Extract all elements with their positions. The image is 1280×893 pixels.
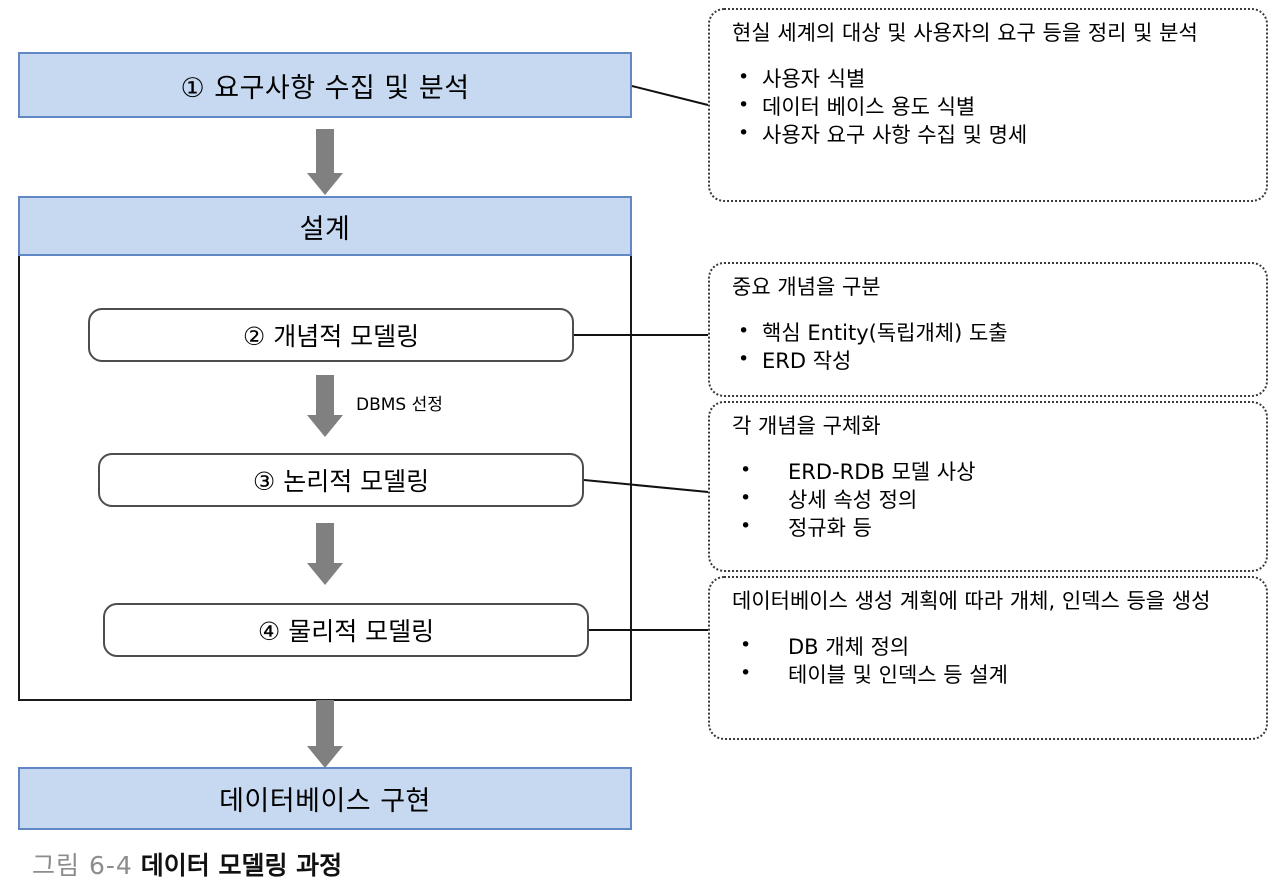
stage-box-requirements: ① 요구사항 수집 및 분석: [18, 52, 632, 118]
callout-bullet: 테이블 및 인덱스 등 설계: [732, 661, 1248, 690]
stage-label-requirements: ① 요구사항 수집 및 분석: [180, 72, 470, 104]
callout-requirements: 현실 세계의 대상 및 사용자의 요구 등을 정리 및 분석 사용자 식별 데이…: [708, 8, 1268, 202]
step-label-conceptual: ② 개념적 모델링: [242, 322, 420, 351]
callout-bullet: DB 개체 정의: [732, 633, 1248, 662]
edge-label-dbms-selection: DBMS 선정: [356, 395, 443, 415]
step-label-logical: ③ 논리적 모델링: [252, 467, 430, 496]
flow-arrow-logical-to-physical: [307, 523, 343, 585]
stage-label-design: 설계: [299, 213, 351, 245]
callout-conceptual: 중요 개념을 구분 핵심 Entity(독립개체) 도출 ERD 작성: [708, 262, 1268, 397]
callout-bullet: 사용자 식별: [732, 65, 1248, 94]
callout-headline: 중요 개념을 구분: [732, 275, 881, 299]
flow-arrow-requirements-to-design: [307, 129, 343, 195]
callout-bullet: ERD 작성: [732, 347, 1248, 376]
step-box-physical-modeling: ④ 물리적 모델링: [103, 603, 589, 657]
callout-bullet-list: 사용자 식별 데이터 베이스 용도 식별 사용자 요구 사항 수집 및 명세: [732, 65, 1248, 150]
figure-caption-number: 그림 6-4: [32, 851, 133, 880]
flow-arrow-conceptual-to-logical: [307, 375, 343, 437]
stage-box-implementation: 데이터베이스 구현: [18, 767, 632, 830]
step-label-physical: ④ 물리적 모델링: [257, 617, 435, 646]
callout-headline: 현실 세계의 대상 및 사용자의 요구 등을 정리 및 분석: [732, 21, 1198, 45]
callout-headline: 각 개념을 구체화: [732, 414, 881, 438]
callout-bullet: 정규화 등: [732, 514, 1248, 543]
callout-bullet: 핵심 Entity(독립개체) 도출: [732, 319, 1248, 348]
callout-bullet-list: ERD-RDB 모델 사상 상세 속성 정의 정규화 등: [732, 458, 1248, 543]
stage-box-design: 설계: [18, 196, 632, 256]
step-box-logical-modeling: ③ 논리적 모델링: [98, 453, 584, 507]
callout-bullet: ERD-RDB 모델 사상: [732, 458, 1248, 487]
stage-label-implementation: 데이터베이스 구현: [219, 786, 431, 817]
callout-logical: 각 개념을 구체화 ERD-RDB 모델 사상 상세 속성 정의 정규화 등: [708, 401, 1268, 572]
callout-bullet-list: 핵심 Entity(독립개체) 도출 ERD 작성: [732, 319, 1248, 376]
flow-arrow-design-to-implementation: [307, 700, 343, 768]
step-box-conceptual-modeling: ② 개념적 모델링: [88, 308, 574, 362]
callout-bullet: 사용자 요구 사항 수집 및 명세: [732, 121, 1248, 150]
figure-caption: 그림 6-4 데이터 모델링 과정: [32, 846, 342, 882]
callout-headline: 데이터베이스 생성 계획에 따라 개체, 인덱스 등을 생성: [732, 589, 1211, 613]
callout-bullet: 데이터 베이스 용도 식별: [732, 93, 1248, 122]
callout-bullet-list: DB 개체 정의 테이블 및 인덱스 등 설계: [732, 633, 1248, 690]
callout-physical: 데이터베이스 생성 계획에 따라 개체, 인덱스 등을 생성 DB 개체 정의 …: [708, 576, 1268, 740]
figure-caption-title: 데이터 모델링 과정: [140, 851, 343, 880]
callout-bullet: 상세 속성 정의: [732, 486, 1248, 515]
